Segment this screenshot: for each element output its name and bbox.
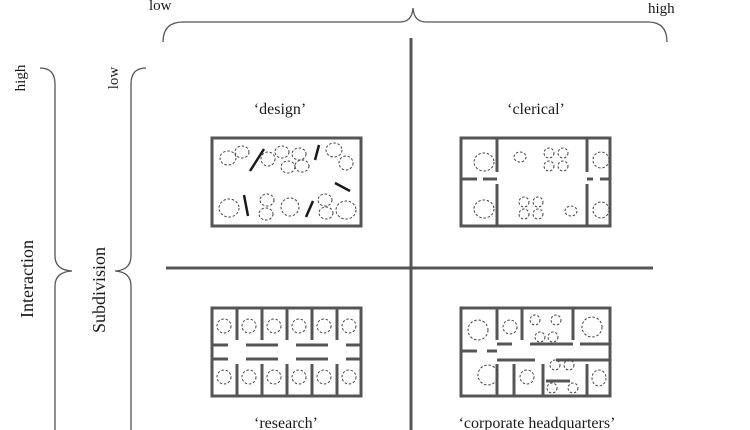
subdivision-low-label: low [106,67,122,90]
interaction-axis-label: Interaction [17,240,37,318]
top-axis-brace [162,7,668,43]
top-axis-high-label: high [648,1,675,17]
quadrant-label-corporate-headquarters: ‘corporate headquarters’ [459,415,616,430]
interaction-high-label: high [13,64,29,91]
quadrant-label-clerical: ‘clerical’ [507,101,565,118]
quadrant-label-research: ‘research’ [254,415,318,430]
research-floor-plan [210,306,363,398]
top-axis-low-label: low [149,0,172,14]
subdivision-brace [114,67,147,430]
subdivision-axis-label: Subdivision [89,247,109,333]
clerical-floor-plan [459,136,612,228]
interaction-brace [39,67,73,430]
corporate-headquarters-floor-plan [459,306,612,398]
quadrant-label-design: ‘design’ [254,101,306,118]
design-floor-plan [210,136,363,228]
